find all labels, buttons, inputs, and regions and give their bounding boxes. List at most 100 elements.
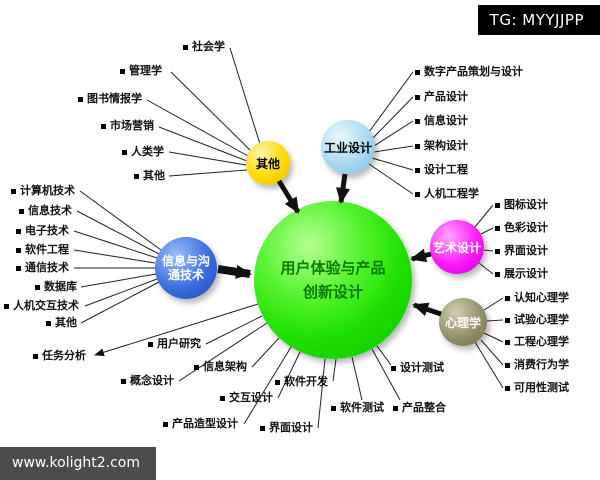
leaf-item: 产品整合 <box>393 401 446 415</box>
node-other: 其他 <box>246 141 290 185</box>
bullet-icon <box>505 339 510 345</box>
leaf-item: 色彩设计 <box>495 221 548 235</box>
leaf-label: 其他 <box>55 316 77 329</box>
bullet-icon <box>121 378 126 384</box>
node-art-label: 艺术设计 <box>432 240 481 255</box>
bullet-icon <box>16 228 21 234</box>
leaf-label: 人机交互技术 <box>13 299 79 312</box>
bullet-icon <box>415 69 420 75</box>
leaf-item: 社会学 <box>183 40 225 54</box>
leaf-label: 界面设计 <box>269 421 313 434</box>
leaf-label: 任务分析 <box>42 349 86 362</box>
leaf-item: 认知心理学 <box>505 291 569 305</box>
leaf-label: 其他 <box>143 169 165 182</box>
bullet-icon <box>415 118 420 124</box>
leaf-label: 人机工程学 <box>424 187 479 200</box>
bullet-icon <box>33 353 38 359</box>
leaf-item: 软件开发 <box>275 375 328 389</box>
bullet-icon <box>495 248 500 254</box>
leaf-label: 产品设计 <box>424 90 468 103</box>
bullet-icon <box>148 341 153 347</box>
leaf-label: 消费行为学 <box>514 358 569 371</box>
leaf-item: 人类学 <box>122 145 164 159</box>
leaf-label: 图标设计 <box>504 198 548 211</box>
bullet-icon <box>415 167 420 173</box>
leaf-label: 概念设计 <box>130 374 174 387</box>
leaf-label: 可用性测试 <box>514 381 569 394</box>
node-psychology: 心理学 <box>439 298 487 346</box>
bullet-icon <box>505 317 510 323</box>
leaf-item: 设计测试 <box>391 361 444 375</box>
leaf-label: 管理学 <box>129 64 162 77</box>
bullet-icon <box>35 284 40 290</box>
leaf-item: 设计工程 <box>415 163 468 177</box>
leaf-label: 信息技术 <box>28 204 72 217</box>
leaf-item: 信息设计 <box>415 114 468 128</box>
leaf-item: 消费行为学 <box>505 358 569 372</box>
bullet-icon <box>16 265 21 271</box>
bullet-icon <box>495 225 500 231</box>
leaf-item: 试验心理学 <box>505 313 569 327</box>
leaf-item: 界面设计 <box>495 244 548 258</box>
bullet-icon <box>391 365 396 371</box>
leaf-item: 市场营销 <box>101 119 154 133</box>
leaf-item: 数字产品策划与设计 <box>415 65 523 79</box>
bullet-icon <box>495 271 500 277</box>
leaf-label: 设计工程 <box>424 163 468 176</box>
leaf-label: 交互设计 <box>229 391 273 404</box>
leaf-label: 工程心理学 <box>514 335 569 348</box>
leaf-item: 其他 <box>134 169 165 183</box>
node-psychology-label: 心理学 <box>444 315 481 330</box>
bullet-icon <box>260 425 265 431</box>
bullet-icon <box>16 247 21 253</box>
leaf-label: 软件开发 <box>284 375 328 388</box>
bullet-icon <box>183 44 188 50</box>
watermark-website: www.kolight2.com <box>0 447 156 480</box>
bullet-icon <box>415 94 420 100</box>
node-art-design: 艺术设计 <box>430 220 484 274</box>
center-topic-line1: 用户体验与产品 <box>280 259 386 277</box>
bullet-icon <box>495 202 500 208</box>
leaf-label: 市场营销 <box>110 119 154 132</box>
leaf-item: 图标设计 <box>495 198 548 212</box>
leaf-label: 计算机技术 <box>20 184 75 197</box>
leaf-label: 展示设计 <box>504 267 548 280</box>
watermark-telegram: TG: MYYJJPP <box>477 5 600 35</box>
bullet-icon <box>505 385 510 391</box>
leaf-label: 人类学 <box>131 145 164 158</box>
bullet-icon <box>101 123 106 129</box>
leaf-item: 通信技术 <box>16 261 69 275</box>
bullet-icon <box>19 208 24 214</box>
bullet-icon <box>415 191 420 197</box>
leaf-label: 试验心理学 <box>514 313 569 326</box>
leaf-item: 电子技术 <box>16 224 69 238</box>
leaf-label: 软件工程 <box>25 243 69 256</box>
bullet-icon <box>220 395 225 401</box>
leaf-item: 展示设计 <box>495 267 548 281</box>
leaf-item: 产品设计 <box>415 90 468 104</box>
leaf-item: 软件工程 <box>16 243 69 257</box>
bullet-icon <box>163 421 168 427</box>
leaf-label: 色彩设计 <box>504 221 548 234</box>
leaf-label: 数据库 <box>44 280 77 293</box>
node-other-label: 其他 <box>255 156 280 171</box>
leaf-label: 产品整合 <box>402 401 446 414</box>
leaf-item: 界面设计 <box>260 421 313 435</box>
bullet-icon <box>134 173 139 179</box>
leaf-label: 电子技术 <box>25 224 69 237</box>
leaf-label: 软件测试 <box>340 401 384 414</box>
leaf-label: 认知心理学 <box>514 291 569 304</box>
bullet-icon <box>4 303 9 309</box>
bullet-icon <box>275 379 280 385</box>
leaf-label: 数字产品策划与设计 <box>424 65 523 78</box>
leaf-item: 信息技术 <box>19 204 72 218</box>
leaf-item: 软件测试 <box>331 401 384 415</box>
leaf-item: 用户研究 <box>148 337 201 351</box>
bullet-icon <box>120 68 125 74</box>
bullet-icon <box>122 149 127 155</box>
leaf-label: 通信技术 <box>25 261 69 274</box>
leaf-label: 信息设计 <box>424 114 468 127</box>
bullet-icon <box>505 295 510 301</box>
leaf-item: 交互设计 <box>220 391 273 405</box>
